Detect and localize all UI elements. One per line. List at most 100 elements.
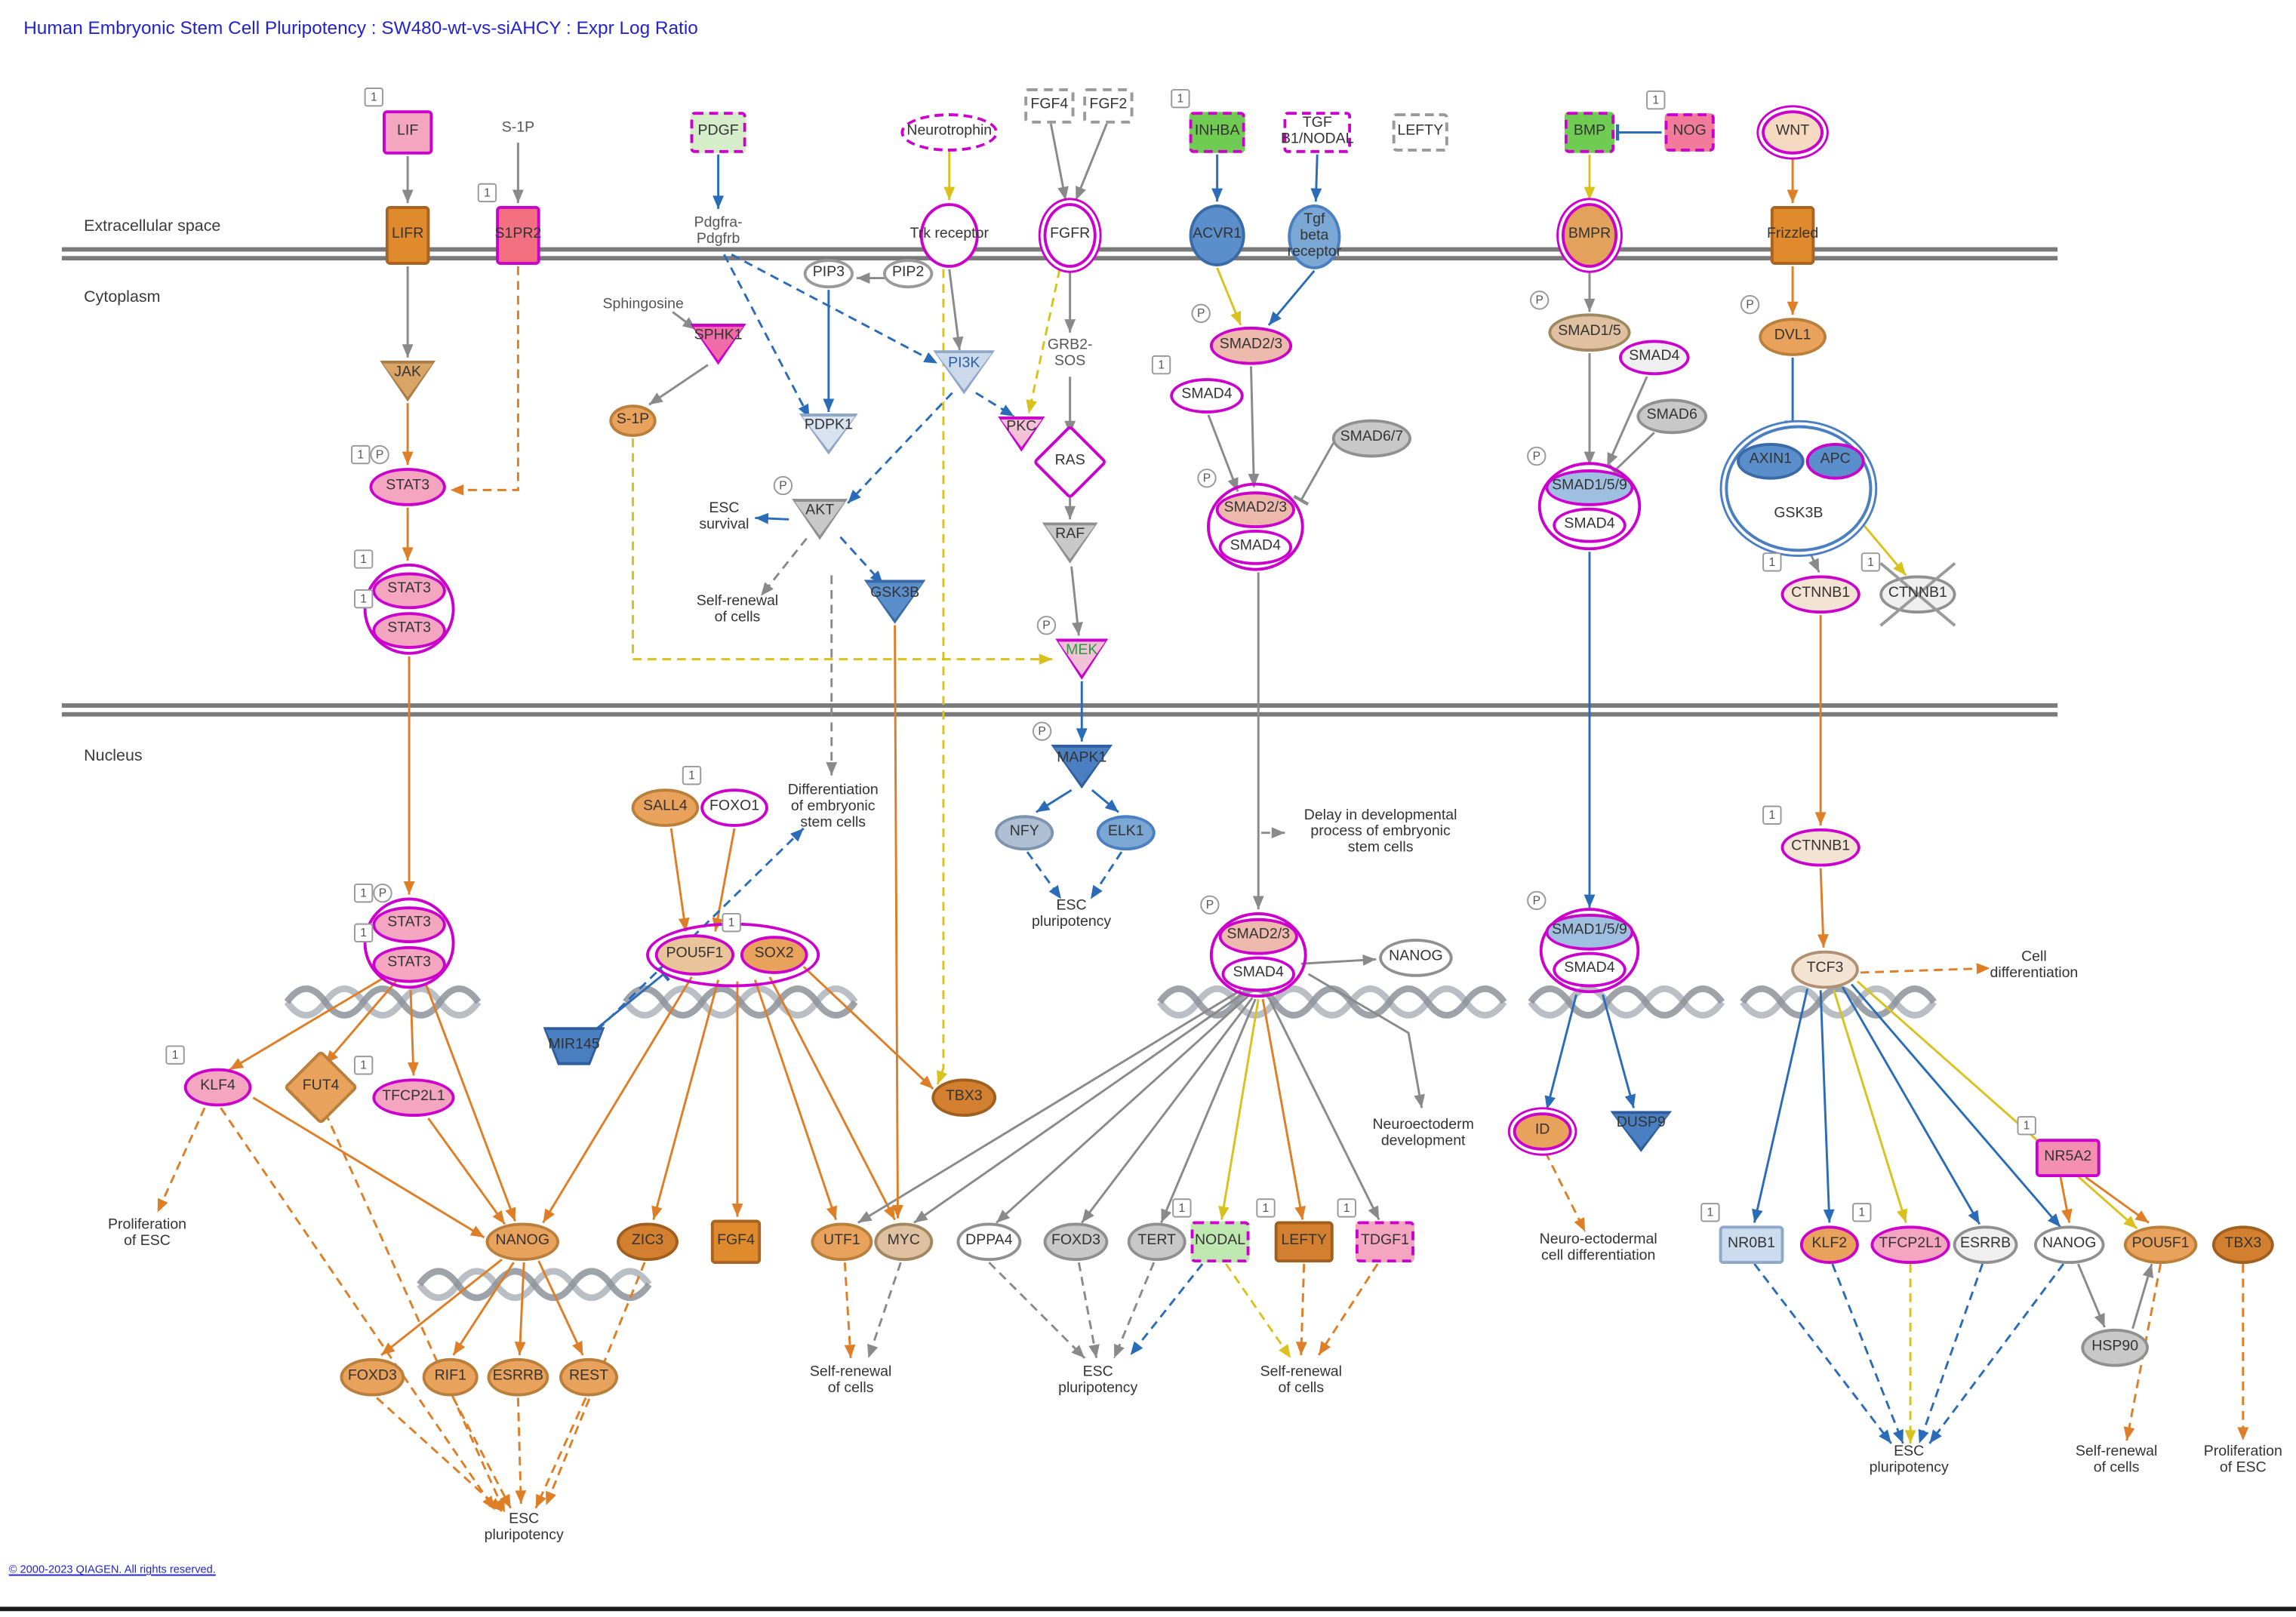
smad4-node[interactable] xyxy=(1553,507,1627,543)
utf1-node[interactable] xyxy=(811,1222,873,1262)
apc-node[interactable] xyxy=(1805,441,1865,479)
foxo1-node[interactable] xyxy=(700,789,768,827)
klf2-node[interactable] xyxy=(1799,1225,1859,1265)
acvr1-node[interactable] xyxy=(1189,204,1245,266)
nr5a2-node[interactable] xyxy=(2035,1139,2101,1177)
tbx3-node[interactable] xyxy=(2211,1225,2274,1265)
gsk3b-node[interactable] xyxy=(863,579,926,624)
ctnnb1-node[interactable] xyxy=(1780,575,1860,614)
ras-node[interactable] xyxy=(1033,424,1108,500)
smad1-5-node[interactable] xyxy=(1548,313,1631,352)
rest-node[interactable] xyxy=(559,1357,618,1397)
lefty-node[interactable] xyxy=(1392,113,1448,152)
s1pr2-node[interactable] xyxy=(496,206,540,265)
axin1-node[interactable] xyxy=(1737,441,1805,479)
tert-node[interactable] xyxy=(1127,1222,1186,1262)
stat3-node[interactable] xyxy=(369,468,446,506)
esrrb-node[interactable] xyxy=(487,1357,549,1397)
pou5f1-node[interactable] xyxy=(654,934,735,976)
mir145-node[interactable] xyxy=(543,1027,605,1065)
tgf-beta-receptor-node[interactable] xyxy=(1288,204,1341,269)
pkc-node[interactable] xyxy=(998,416,1045,452)
pdpk1-node[interactable] xyxy=(799,413,858,455)
tcf3-node[interactable] xyxy=(1791,950,1859,989)
tfcp2l1-node[interactable] xyxy=(1870,1225,1950,1265)
neurotrophin-node[interactable] xyxy=(900,113,999,152)
mapk1-node[interactable] xyxy=(1051,744,1113,789)
dusp9-node[interactable] xyxy=(1610,1111,1673,1152)
smad4-node[interactable] xyxy=(1619,340,1690,376)
sall4-node[interactable] xyxy=(631,789,700,827)
ctnnb1-node[interactable] xyxy=(1780,828,1860,867)
nanog-node[interactable] xyxy=(2033,1225,2105,1265)
tgf-b1-nodal-node[interactable] xyxy=(1283,112,1352,153)
akt-node[interactable] xyxy=(792,499,848,540)
id-node[interactable] xyxy=(1513,1112,1572,1151)
sox2-node[interactable] xyxy=(740,936,808,974)
smad4-node[interactable] xyxy=(1218,530,1293,565)
tfcp2l1-node[interactable] xyxy=(372,1078,455,1117)
smad4-node[interactable] xyxy=(1553,951,1627,988)
zic3-node[interactable] xyxy=(617,1222,679,1262)
smad2-3-node[interactable] xyxy=(1209,326,1293,365)
nodal-node[interactable] xyxy=(1190,1221,1250,1263)
trk-receptor-node[interactable] xyxy=(919,203,979,268)
lefty-node[interactable] xyxy=(1274,1221,1334,1263)
stat3-node[interactable] xyxy=(372,571,446,609)
pi3k-node[interactable] xyxy=(933,350,996,395)
fgf2-node[interactable] xyxy=(1083,88,1134,124)
dvl1-node[interactable] xyxy=(1759,318,1827,356)
inhba-node[interactable] xyxy=(1189,112,1245,153)
lifr-node[interactable] xyxy=(385,206,430,265)
fgf4-node[interactable] xyxy=(1024,88,1075,124)
fgfr-node[interactable] xyxy=(1043,203,1097,268)
hsp90-node[interactable] xyxy=(2081,1328,2149,1367)
stat3-node[interactable] xyxy=(372,945,446,982)
stat3-node[interactable] xyxy=(372,905,446,942)
elk1-node[interactable] xyxy=(1096,815,1156,851)
fgf4-node[interactable] xyxy=(710,1219,762,1265)
tbx3-node[interactable] xyxy=(931,1078,997,1117)
lif-node[interactable] xyxy=(383,110,433,155)
fut4-node[interactable] xyxy=(283,1050,359,1125)
bmpr-node[interactable] xyxy=(1561,203,1618,268)
wnt-node[interactable] xyxy=(1762,110,1824,155)
nuclear-membrane xyxy=(61,703,2058,717)
bmp-node[interactable] xyxy=(1564,112,1615,153)
smad2-3-node[interactable] xyxy=(1215,490,1295,528)
frizzled-node[interactable] xyxy=(1770,206,1815,265)
rif1-node[interactable] xyxy=(422,1357,479,1397)
smad2-3-node[interactable] xyxy=(1218,917,1298,955)
foxd3-node[interactable] xyxy=(340,1357,405,1397)
smad6-node[interactable] xyxy=(1636,398,1707,435)
s-1p-node[interactable] xyxy=(609,404,657,438)
pip2-node[interactable] xyxy=(883,259,934,289)
mek-node[interactable] xyxy=(1055,638,1109,680)
nfy-node[interactable] xyxy=(995,815,1054,851)
nanog-node[interactable] xyxy=(485,1222,559,1262)
pdgf-node[interactable] xyxy=(690,112,746,153)
smad4-node[interactable] xyxy=(1221,956,1295,992)
smad4-node[interactable] xyxy=(1170,378,1244,413)
nr0b1-node[interactable] xyxy=(1719,1225,1784,1265)
klf4-node[interactable] xyxy=(183,1068,252,1107)
arrowhead xyxy=(1414,1093,1425,1108)
smad1-5-9-node[interactable] xyxy=(1545,469,1634,506)
jak-node[interactable] xyxy=(380,360,436,402)
pip3-node[interactable] xyxy=(803,259,854,289)
myc-node[interactable] xyxy=(874,1222,934,1262)
edge xyxy=(768,976,896,1221)
tdgf1-node[interactable] xyxy=(1355,1221,1414,1263)
foxd3-node[interactable] xyxy=(1043,1222,1109,1262)
esrrb-node[interactable] xyxy=(1953,1225,2018,1265)
nog-node[interactable] xyxy=(1664,113,1715,152)
copyright[interactable]: © 2000-2023 QIAGEN. All rights reserved. xyxy=(8,1562,216,1576)
smad1-5-9-node[interactable] xyxy=(1545,912,1634,950)
dppa4-node[interactable] xyxy=(956,1222,1022,1262)
pou5f1-node[interactable] xyxy=(2123,1225,2198,1265)
stat3-node[interactable] xyxy=(372,611,446,648)
nanog-node[interactable] xyxy=(1379,939,1453,977)
raf-node[interactable] xyxy=(1042,522,1098,564)
sphk1-node[interactable] xyxy=(690,324,746,365)
smad6-7-node[interactable] xyxy=(1331,419,1412,458)
